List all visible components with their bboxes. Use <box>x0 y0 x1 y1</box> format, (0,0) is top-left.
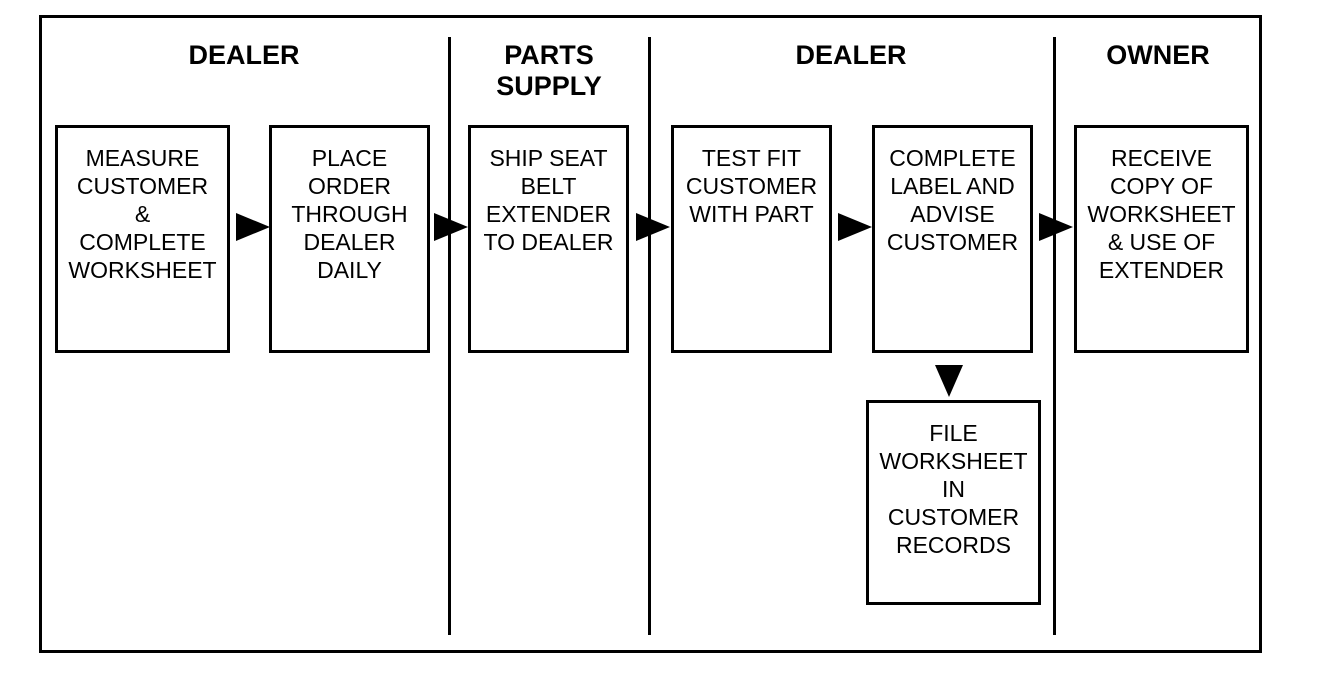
lane-title-dealer: DEALER <box>795 40 907 70</box>
lane-divider <box>1053 37 1056 635</box>
step-box-test-fit: TEST FIT CUSTOMER WITH PART <box>671 125 832 353</box>
flow-arrow-right <box>236 213 270 241</box>
step-label: TEST FIT CUSTOMER WITH PART <box>685 145 818 227</box>
step-box-file-worksheet: FILE WORKSHEET IN CUSTOMER RECORDS <box>866 400 1041 605</box>
diagram-frame <box>39 15 1262 653</box>
flow-arrow-right <box>434 213 468 241</box>
step-box-measure-customer: MEASURE CUSTOMER & COMPLETE WORKSHEET <box>55 125 230 353</box>
lane-title-owner: OWNER <box>1106 40 1210 70</box>
step-box-ship-extender: SHIP SEAT BELT EXTENDER TO DEALER <box>468 125 629 353</box>
flow-arrow-right <box>838 213 872 241</box>
step-box-place-order: PLACE ORDER THROUGH DEALER DAILY <box>269 125 430 353</box>
step-box-complete-label: COMPLETE LABEL AND ADVISE CUSTOMER <box>872 125 1033 353</box>
flow-arrow-down <box>935 365 963 397</box>
step-label: PLACE ORDER THROUGH DEALER DAILY <box>291 145 408 283</box>
step-box-receive-copy: RECEIVE COPY OF WORKSHEET & USE OF EXTEN… <box>1074 125 1249 353</box>
lane-divider <box>448 37 451 635</box>
step-label: COMPLETE LABEL AND ADVISE CUSTOMER <box>886 145 1019 255</box>
step-label: MEASURE CUSTOMER & COMPLETE WORKSHEET <box>68 145 217 283</box>
step-label: RECEIVE COPY OF WORKSHEET & USE OF EXTEN… <box>1087 145 1236 283</box>
flow-arrow-right <box>1039 213 1073 241</box>
step-label: FILE WORKSHEET IN CUSTOMER RECORDS <box>879 420 1028 558</box>
lane-title-parts-supply: PARTS SUPPLY <box>496 40 602 101</box>
lane-title-dealer: DEALER <box>188 40 300 70</box>
step-label: SHIP SEAT BELT EXTENDER TO DEALER <box>483 145 614 255</box>
flow-arrow-right <box>636 213 670 241</box>
lane-divider <box>648 37 651 635</box>
